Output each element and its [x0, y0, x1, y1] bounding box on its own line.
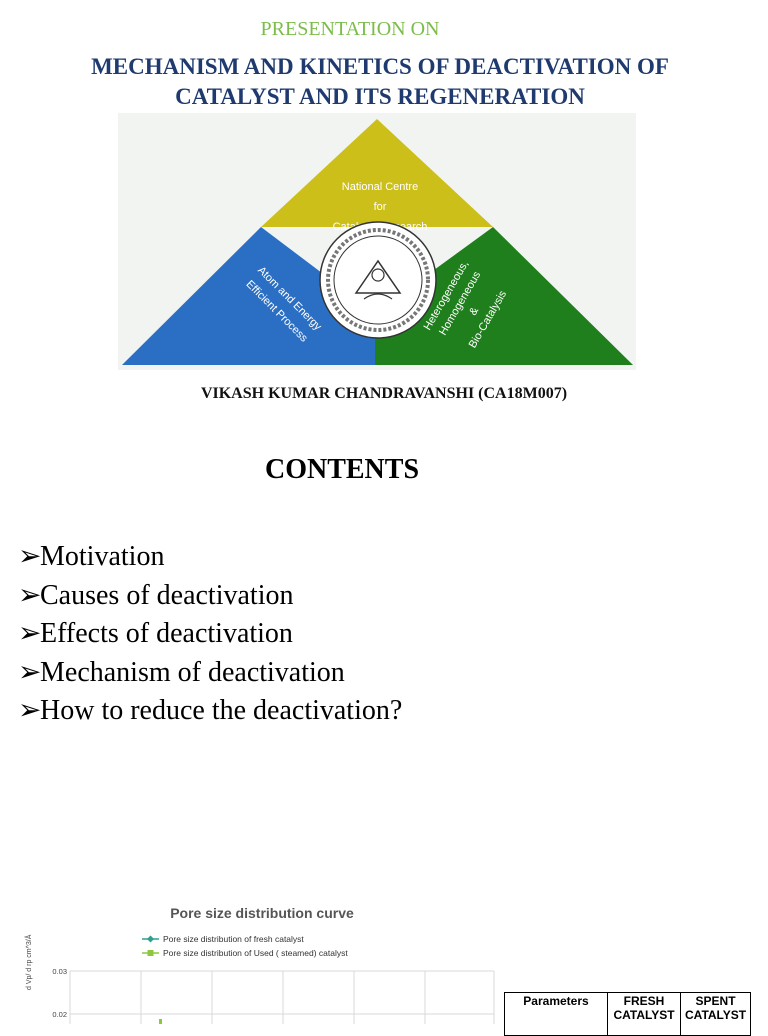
legend-fresh-marker	[147, 935, 154, 943]
contents-item-label: How to reduce the deactivation?	[40, 695, 403, 726]
table-header-row: Parameters FRESH CATALYST SPENT CATALYST	[504, 992, 752, 1036]
presentation-label: PRESENTATION ON	[260, 18, 440, 40]
chart-y-axis-label: d Vp/ d rp cm^3/Å	[24, 934, 33, 990]
logo-right-segment	[375, 227, 633, 365]
contents-item-reduce: ➢How to reduce the deactivation?	[18, 692, 402, 731]
title-line-1: MECHANISM AND KINETICS OF DEACTIVATION O…	[91, 54, 669, 79]
chart-svg: Pore size distribution curve d Vp/ d rp …	[24, 905, 495, 1024]
contents-item-mechanism: ➢Mechanism of deactivation	[18, 654, 402, 693]
title-line-2: CATALYST AND ITS REGENERATION	[175, 84, 585, 109]
legend-used-marker	[147, 950, 154, 956]
logo-top-line-1: National Centre	[342, 181, 418, 193]
table-header-spent: SPENT CATALYST	[679, 992, 752, 1036]
arrow-bullet-icon: ➢	[18, 695, 42, 726]
chart-grid	[69, 970, 495, 1024]
contents-item-label: Effects of deactivation	[40, 618, 293, 649]
contents-item-effects: ➢Effects of deactivation	[18, 615, 402, 654]
table-header-parameters: Parameters	[504, 992, 608, 1036]
y-tick-label-0.03: 0.03	[52, 967, 67, 976]
contents-list: ➢Motivation ➢Causes of deactivation ➢Eff…	[18, 538, 402, 731]
contents-item-label: Motivation	[40, 541, 165, 572]
chart-legend: Pore size distribution of fresh catalyst…	[142, 934, 348, 958]
institute-seal	[319, 221, 437, 339]
arrow-bullet-icon: ➢	[18, 618, 42, 649]
logo-graphic: National Centre for Catalysis Research A…	[118, 113, 636, 370]
pore-size-chart: Pore size distribution curve d Vp/ d rp …	[0, 880, 500, 1024]
used-series-data-mark	[159, 1019, 162, 1024]
contents-item-label: Causes of deactivation	[40, 579, 294, 611]
contents-item-causes: ➢Causes of deactivation	[18, 577, 402, 616]
contents-item-label: Mechanism of deactivation	[40, 656, 345, 688]
arrow-bullet-icon: ➢	[18, 579, 42, 611]
logo-top-segment	[261, 119, 493, 227]
author-name: VIKASH KUMAR CHANDRAVANSHI (CA18M007)	[200, 385, 568, 402]
legend-used-label: Pore size distribution of Used ( steamed…	[163, 948, 348, 958]
legend-fresh-label: Pore size distribution of fresh catalyst	[163, 934, 304, 944]
table-header-fresh: FRESH CATALYST	[607, 992, 681, 1036]
parameters-table-container: Parameters FRESH CATALYST SPENT CATALYST	[504, 992, 752, 1036]
logo-left-segment	[122, 227, 375, 365]
y-tick-label-0.02: 0.02	[52, 1010, 67, 1019]
page-title: MECHANISM AND KINETICS OF DEACTIVATION O…	[20, 52, 740, 112]
chart-title: Pore size distribution curve	[170, 905, 354, 921]
logo-top-line-2: for	[374, 201, 387, 213]
institute-logo: National Centre for Catalysis Research A…	[118, 113, 636, 370]
arrow-bullet-icon: ➢	[18, 541, 42, 572]
parameters-table: Parameters FRESH CATALYST SPENT CATALYST	[504, 992, 752, 1036]
arrow-bullet-icon: ➢	[18, 656, 42, 688]
contents-item-motivation: ➢Motivation	[18, 538, 402, 577]
contents-heading: CONTENTS	[264, 454, 420, 485]
